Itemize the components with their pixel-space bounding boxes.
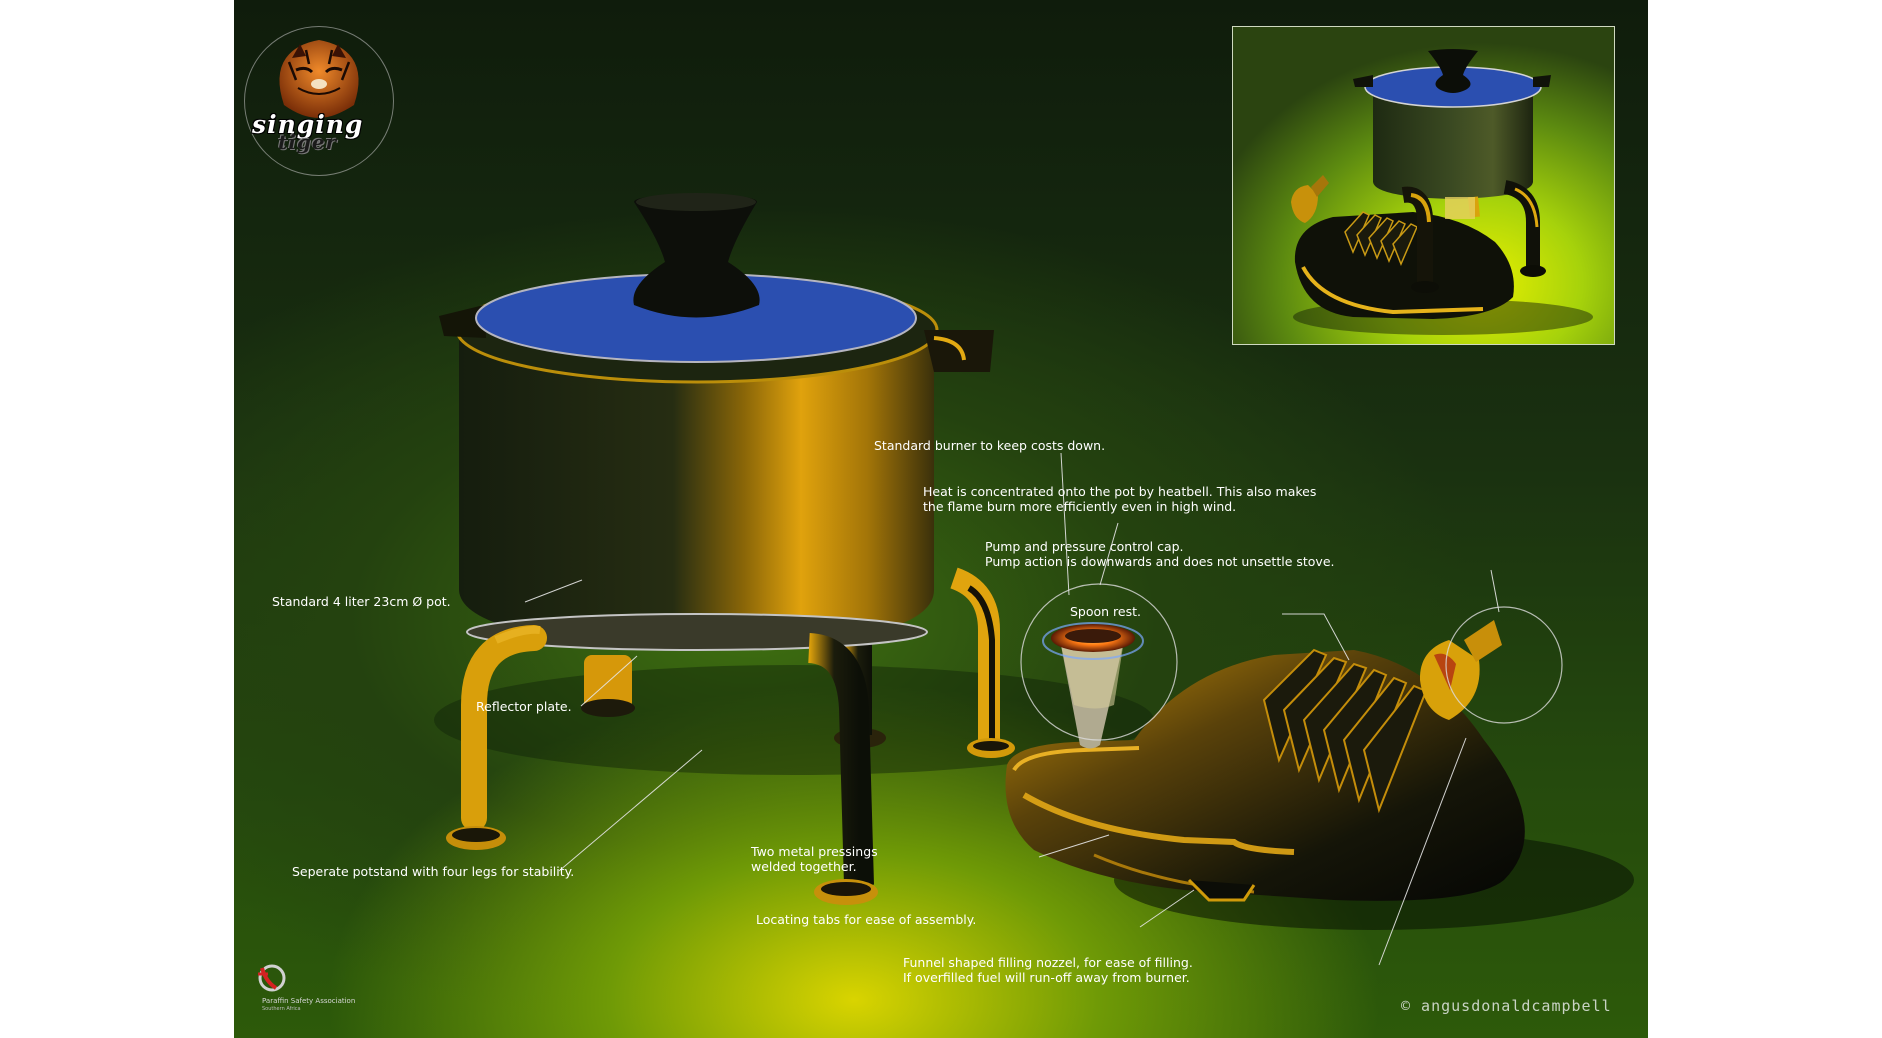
- annotation-locating-tabs: Locating tabs for ease of assembly.: [756, 912, 977, 927]
- annotation-pump-line1: Pump and pressure control cap.: [985, 539, 1184, 554]
- annotation-funnel-line2: If overfilled fuel will run-off away fro…: [903, 970, 1190, 985]
- annotation-heatbell-line1: Heat is concentrated onto the pot by hea…: [923, 484, 1317, 499]
- annotation-reflector-plate: Reflector plate.: [476, 699, 572, 714]
- logo-ring: [244, 26, 394, 176]
- association-name: Paraffin Safety Association: [262, 997, 356, 1005]
- annotation-pressings-line2: welded together.: [751, 859, 857, 874]
- annotation-burner: Standard burner to keep costs down.: [874, 438, 1106, 453]
- stove-render: [258, 40, 1634, 992]
- spoon-rest-ribs: [1262, 648, 1428, 814]
- copyright-credit: © angusdonaldcampbell: [1401, 997, 1612, 1015]
- annotation-potstand: Seperate potstand with four legs for sta…: [292, 864, 575, 879]
- annotation-pot: Standard 4 liter 23cm Ø pot.: [272, 594, 451, 609]
- annotation-heatbell-line2: the flame burn more efficiently even in …: [923, 499, 1237, 514]
- logo-wordmark-tiger: tiger: [278, 130, 338, 154]
- inset-render: [1232, 26, 1615, 345]
- paraffin-safety-association-logo-icon: [258, 964, 286, 992]
- annotation-funnel-line1: Funnel shaped filling nozzel, for ease o…: [903, 955, 1193, 970]
- leader-lines: [524, 452, 1500, 966]
- poster: singing tiger: [234, 0, 1648, 1038]
- logo-wordmark-singing: singing: [252, 110, 364, 139]
- association-region: Southern Africa: [262, 1006, 301, 1012]
- annotation-pump-line2: Pump action is downwards and does not un…: [985, 554, 1335, 569]
- annotation-pressings-line1: Two metal pressings: [751, 844, 878, 859]
- annotation-spoon-rest: Spoon rest.: [1070, 604, 1142, 619]
